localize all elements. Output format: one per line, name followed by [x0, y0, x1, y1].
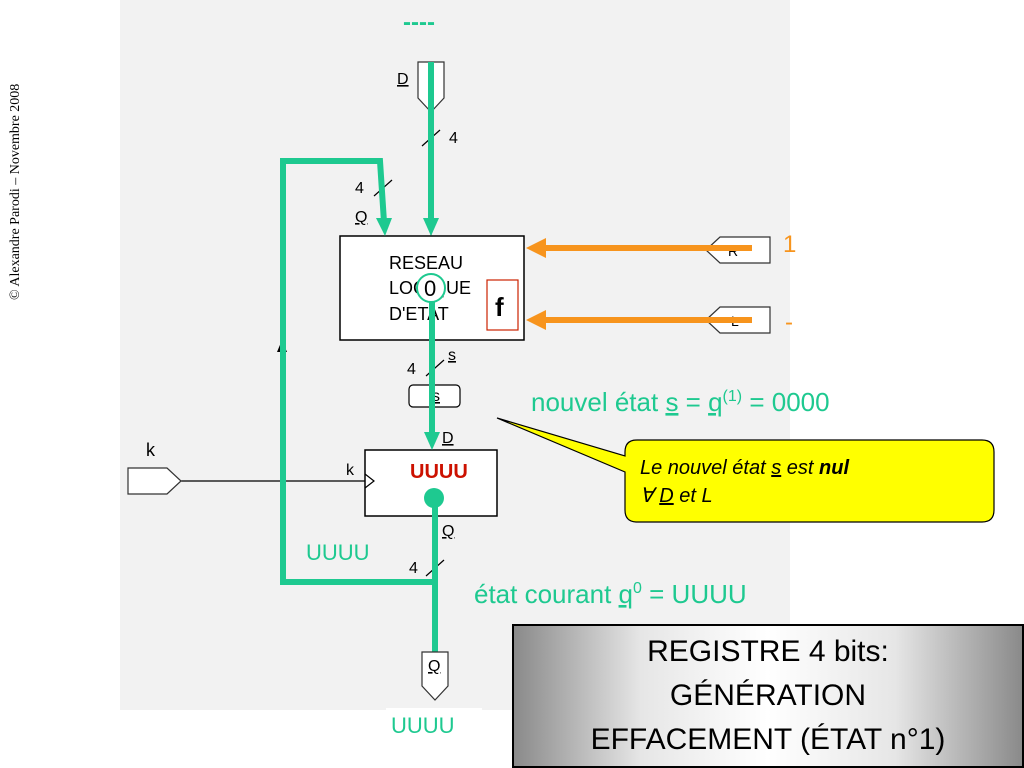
- register-d-label: D: [442, 430, 454, 447]
- callout-bubble: [496, 417, 995, 523]
- input-r-value: 1: [783, 231, 796, 258]
- current-state-annotation: état courant q0 = UUUU: [474, 579, 747, 609]
- callout-line-2: ∀ D et L: [640, 485, 713, 507]
- title-line-3: EFFACEMENT (ÉTAT n°1): [590, 723, 946, 756]
- input-k-label: k: [146, 440, 156, 460]
- output-value: UUUU: [391, 713, 455, 738]
- bus-width-q-out: 4: [409, 560, 418, 577]
- function-label: f: [495, 292, 504, 322]
- state-marker: 0: [424, 276, 436, 301]
- register-k-label: k: [346, 462, 355, 479]
- slide-title: REGISTRE 4 bits: GÉNÉRATION EFFACEMENT (…: [512, 624, 1024, 768]
- register-output-dot: [424, 488, 444, 508]
- output-q-connector: [421, 651, 449, 701]
- input-k-connector: [127, 467, 182, 495]
- network-line-1: RESEAU: [389, 253, 463, 273]
- title-line-2: GÉNÉRATION: [669, 679, 867, 712]
- bus-width-q-feedback: 4: [355, 180, 364, 197]
- top-value: ----: [403, 9, 435, 36]
- clock-triangle: [364, 473, 375, 489]
- r-arrow-head: [526, 238, 546, 258]
- copyright-notice: © Alexandre Parodi – Novembre 2008: [8, 83, 23, 300]
- output-value-bg: [386, 708, 482, 742]
- callout-text: Le nouvel état s est nul ∀ D et L: [640, 454, 985, 510]
- register-q-label: Q: [442, 523, 454, 540]
- green-feedback-path: [280, 158, 435, 585]
- bus-width-s: 4: [407, 361, 416, 378]
- register-content: UUUU: [410, 461, 468, 483]
- q-feedback-label: Q: [355, 209, 367, 226]
- bus-width-d: 4: [449, 130, 458, 147]
- output-q-label: Q: [428, 658, 440, 675]
- l-arrow-head: [526, 310, 546, 330]
- input-l-value: -: [785, 309, 793, 336]
- input-d-label: D: [397, 71, 409, 88]
- green-d-arrow-head: [423, 218, 439, 236]
- s-box-label: s: [432, 388, 440, 405]
- green-feedback-arrow-head: [376, 218, 392, 236]
- new-state-annotation: nouvel état s = q(1) = 0000: [531, 387, 830, 417]
- green-s-arrow-head: [424, 432, 440, 450]
- title-line-1: REGISTRE 4 bits:: [647, 635, 889, 668]
- background-panel-right: [790, 0, 1024, 624]
- s-out-label: s: [448, 347, 456, 364]
- state-marker-circle: [416, 273, 446, 303]
- background-panel: [120, 0, 790, 710]
- callout-line-1: Le nouvel état s est nul: [640, 457, 850, 479]
- feedback-value: UUUU: [306, 540, 370, 565]
- network-line-3: D'ETAT: [389, 304, 449, 324]
- function-box: [486, 279, 519, 331]
